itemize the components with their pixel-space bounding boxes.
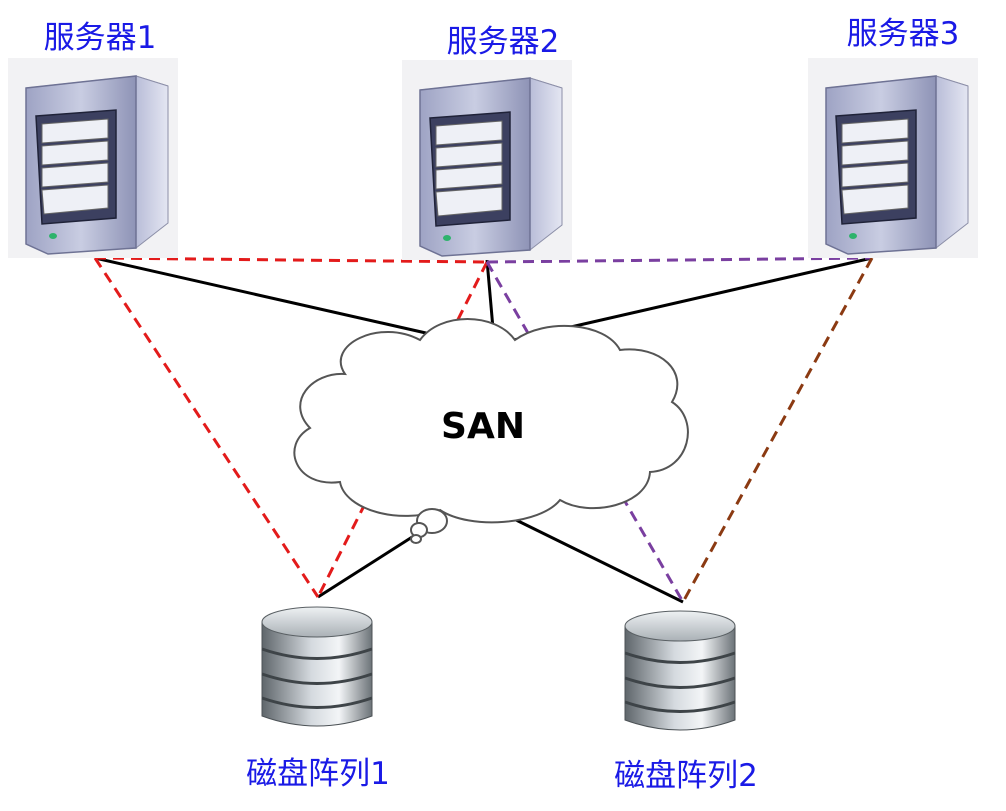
disk-array-icon (623, 609, 737, 732)
server-tower-icon (401, 59, 573, 261)
link-server1-san (94, 256, 449, 340)
disk-array-1-label: 磁盘阵列1 (246, 756, 390, 792)
disk-array-2-label: 磁盘阵列2 (614, 758, 758, 794)
link-san-disk2 (511, 516, 684, 604)
path-server1-server2-red (94, 256, 488, 264)
server-tower-icon (7, 57, 179, 259)
server-1[interactable]: 服务器1 (7, 20, 179, 259)
server-2-label: 服务器2 (447, 24, 560, 60)
san-cloud: SAN (293, 318, 689, 544)
server-2[interactable]: 服务器2 (401, 24, 573, 261)
san-label: SAN (441, 406, 525, 447)
path-server3-disk2-brown (681, 257, 874, 603)
server-3[interactable]: 服务器3 (807, 16, 979, 259)
server-3-label: 服务器3 (847, 16, 960, 52)
path-server2-server3-purple (486, 256, 873, 264)
disk-array-2[interactable]: 磁盘阵列2 (614, 609, 758, 794)
server-tower-icon (807, 57, 979, 259)
disk-array-icon (260, 605, 374, 728)
cloud-shape (293, 318, 689, 524)
server-1-label: 服务器1 (44, 20, 157, 56)
path-server2-disk2-purple (485, 261, 685, 603)
cloud-bubble-small (410, 534, 422, 544)
disk-array-1[interactable]: 磁盘阵列1 (246, 605, 390, 792)
path-server1-disk1-red (93, 257, 320, 598)
